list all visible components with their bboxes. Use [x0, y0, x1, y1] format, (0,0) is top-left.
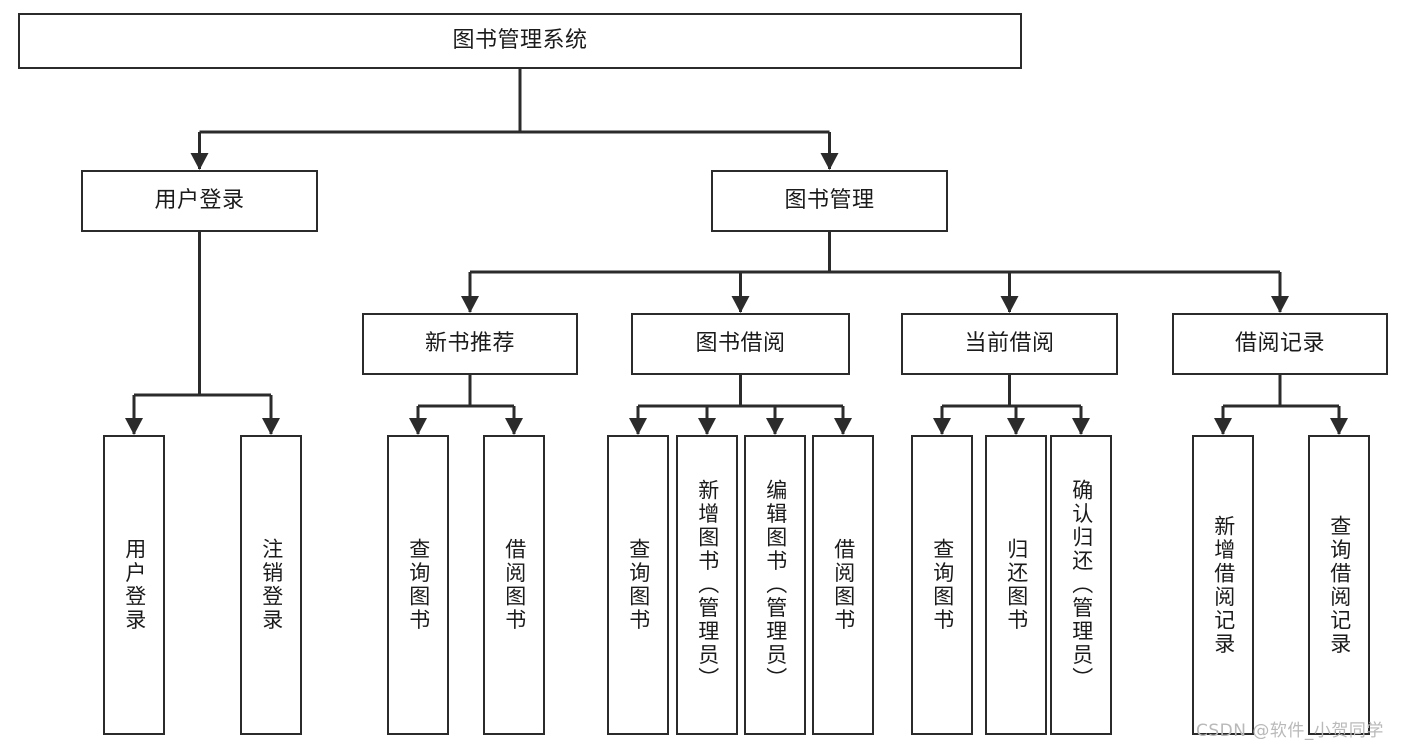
leaf-query-book-3-label: 查询图书	[930, 538, 955, 632]
node-borrow-record[interactable]: 借阅记录	[1172, 313, 1388, 375]
leaf-borrow-book-1[interactable]: 借阅图书	[483, 435, 545, 735]
leaf-query-record-label: 查询借阅记录	[1327, 514, 1352, 656]
node-root-label: 图书管理系统	[452, 28, 588, 54]
leaf-borrow-book-1-label: 借阅图书	[502, 538, 527, 632]
leaf-borrow-book-2[interactable]: 借阅图书	[812, 435, 874, 735]
leaf-edit-book-label: 编辑图书（管理员）	[763, 479, 788, 691]
leaf-query-book-2-label: 查询图书	[626, 538, 651, 632]
node-book-management[interactable]: 图书管理	[711, 170, 948, 232]
leaf-logout[interactable]: 注销登录	[240, 435, 302, 735]
leaf-return-book-label: 归还图书	[1004, 538, 1029, 632]
leaf-query-book-1[interactable]: 查询图书	[387, 435, 449, 735]
node-book-borrow[interactable]: 图书借阅	[631, 313, 850, 375]
node-borrow-record-label: 借阅记录	[1234, 331, 1325, 357]
leaf-return-book[interactable]: 归还图书	[985, 435, 1047, 735]
node-current-borrow[interactable]: 当前借阅	[901, 313, 1118, 375]
leaf-add-book[interactable]: 新增图书（管理员）	[676, 435, 738, 735]
node-book-borrow-label: 图书借阅	[695, 331, 786, 357]
leaf-query-record[interactable]: 查询借阅记录	[1308, 435, 1370, 735]
leaf-query-book-1-label: 查询图书	[406, 538, 431, 632]
leaf-add-record[interactable]: 新增借阅记录	[1192, 435, 1254, 735]
csdn-watermark: CSDN @软件_小贺同学	[1196, 721, 1384, 741]
node-new-book-recommend[interactable]: 新书推荐	[362, 313, 578, 375]
node-current-borrow-label: 当前借阅	[964, 331, 1055, 357]
node-user-login-label: 用户登录	[154, 188, 245, 214]
leaf-user-login-label: 用户登录	[122, 538, 147, 632]
leaf-add-book-label: 新增图书（管理员）	[695, 479, 720, 691]
leaf-confirm-return[interactable]: 确认归还（管理员）	[1050, 435, 1112, 735]
node-user-login[interactable]: 用户登录	[81, 170, 318, 232]
node-new-book-recommend-label: 新书推荐	[424, 331, 515, 357]
leaf-query-book-2[interactable]: 查询图书	[607, 435, 669, 735]
leaf-confirm-return-label: 确认归还（管理员）	[1069, 479, 1094, 691]
leaf-add-record-label: 新增借阅记录	[1211, 514, 1236, 656]
leaf-user-login[interactable]: 用户登录	[103, 435, 165, 735]
leaf-borrow-book-2-label: 借阅图书	[831, 538, 856, 632]
leaf-logout-label: 注销登录	[259, 538, 284, 632]
leaf-edit-book[interactable]: 编辑图书（管理员）	[744, 435, 806, 735]
node-book-management-label: 图书管理	[784, 188, 875, 214]
node-root[interactable]: 图书管理系统	[18, 13, 1022, 69]
leaf-query-book-3[interactable]: 查询图书	[911, 435, 973, 735]
